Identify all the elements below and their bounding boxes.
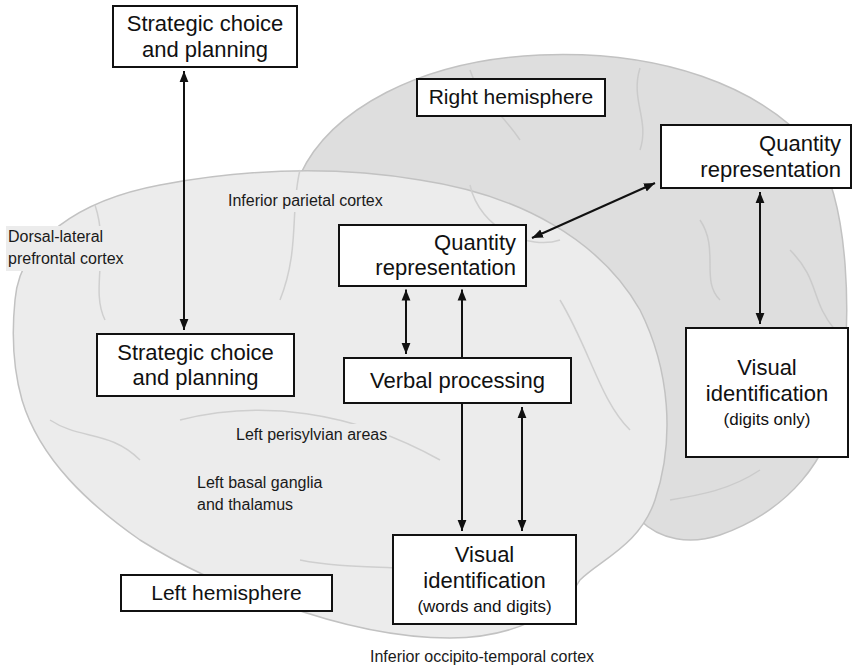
region-label: Inferior parietal cortex	[226, 190, 385, 212]
region-label: Left perisylvian areas	[234, 424, 389, 446]
box-title: Strategic choice and planning	[107, 340, 284, 391]
hemisphere-box: Right hemisphere	[416, 78, 606, 117]
box-subtitle: (words and digits)	[403, 597, 566, 617]
box-title: Left hemisphere	[131, 581, 322, 605]
box-title: Quantity representation	[349, 230, 516, 281]
visual-box: Visual identification (digits only)	[685, 327, 849, 458]
region-label: Dorsal-lateral prefrontal cortex	[6, 226, 160, 271]
hemisphere-box: Left hemisphere	[120, 574, 333, 612]
connector-arrow	[759, 192, 761, 324]
sulcus-line	[700, 220, 720, 300]
connector-arrow	[532, 183, 655, 238]
strategy-box: Strategic choice and planning	[96, 333, 295, 397]
box-title: Visual identification	[403, 542, 566, 593]
sulcus-line	[790, 250, 835, 330]
strategy-box: Strategic choice and planning	[112, 5, 298, 68]
connector-arrow	[461, 290, 463, 531]
quantity-box: Quantity representation	[660, 124, 852, 189]
region-label: Inferior occipito-temporal cortex	[368, 646, 596, 668]
box-title: Right hemisphere	[427, 85, 595, 109]
connector-arrow	[521, 407, 523, 531]
region-label: Left basal ganglia and thalamus	[195, 472, 344, 517]
connector-arrow	[183, 71, 185, 330]
sulcus-line	[637, 68, 643, 150]
sulcus-line	[180, 410, 440, 460]
box-title: Verbal processing	[354, 368, 561, 393]
visual-box: Visual identification (words and digits)	[392, 534, 577, 625]
verbal-box: Verbal processing	[343, 357, 572, 404]
box-title: Visual identification	[696, 355, 838, 406]
box-title: Quantity representation	[671, 131, 841, 182]
sulcus-line	[50, 420, 140, 460]
box-subtitle: (digits only)	[696, 410, 838, 430]
connector-arrow	[405, 290, 407, 354]
sulcus-line	[670, 470, 760, 500]
quantity-box: Quantity representation	[338, 224, 527, 287]
box-title: Strategic choice and planning	[123, 11, 287, 62]
